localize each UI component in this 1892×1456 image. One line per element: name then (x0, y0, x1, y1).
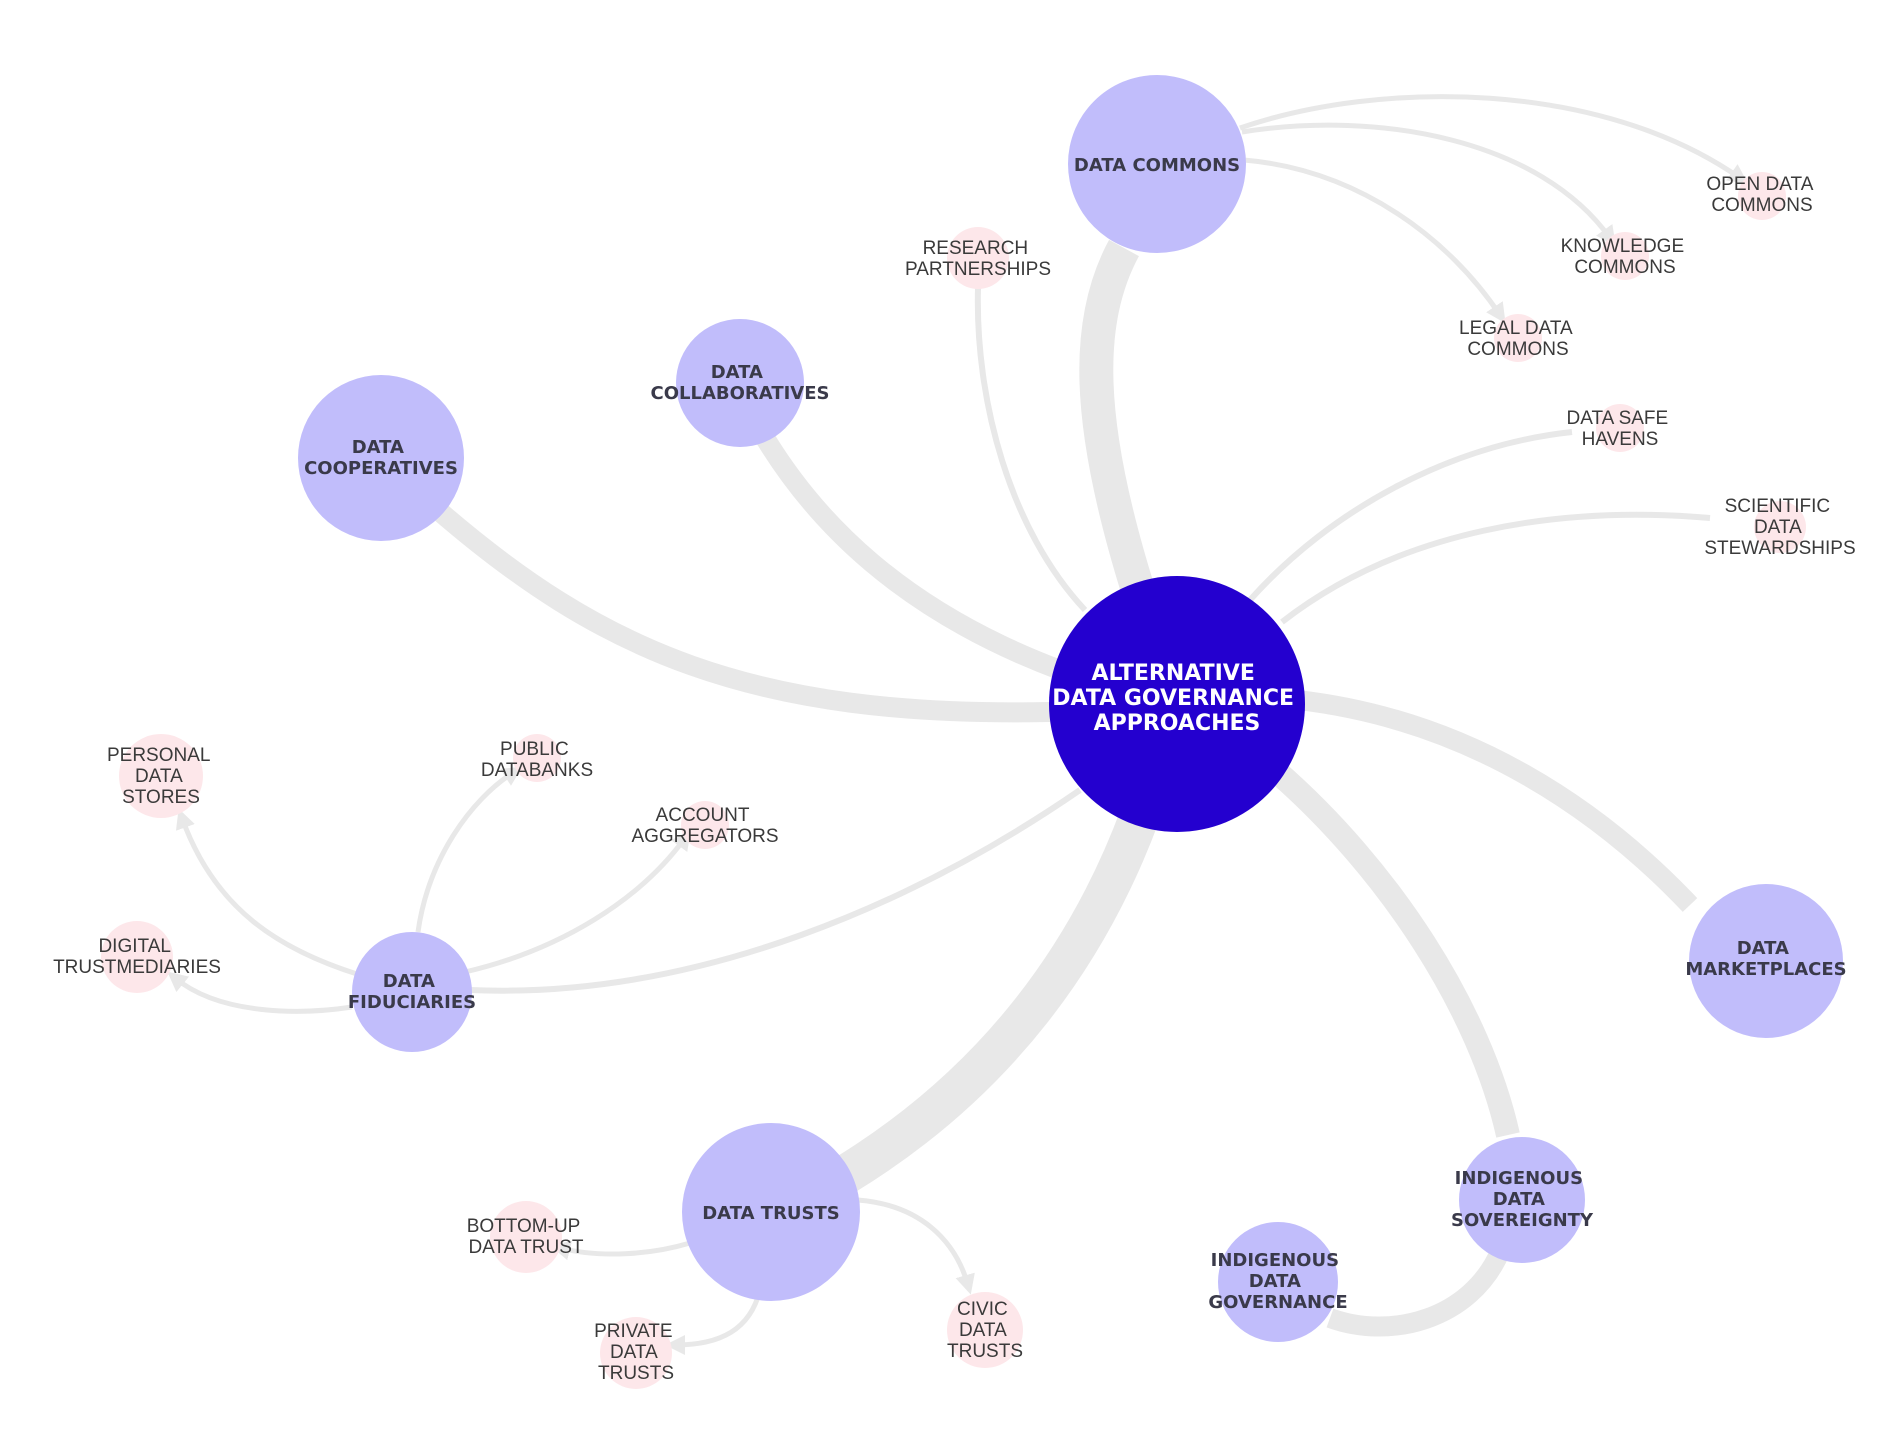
label-data-collaboratives: DATA COLLABORATIVES (651, 362, 830, 404)
arrow-commons-knowledge-commons (1241, 122, 1616, 247)
arrow-fiduciaries-public-databanks (415, 766, 523, 933)
label-public-databanks: PUBLIC DATABANKS (481, 739, 593, 781)
node-scientific-data-stewardships (1754, 501, 1806, 553)
node-research-partnerships (947, 227, 1009, 289)
edge-center-data-marketplaces (1296, 690, 1698, 912)
edge-center-data-safe-havens (1247, 429, 1573, 602)
node-data-collaboratives (676, 319, 804, 447)
label-center: ALTERNATIVE DATA GOVERNANCE APPROACHES (1052, 661, 1301, 736)
labels: ALTERNATIVE DATA GOVERNANCE APPROACHES D… (53, 155, 1856, 1384)
edge-center-data-collaboratives (756, 432, 1064, 680)
arrow-fiduciaries-account-aggregators (464, 829, 691, 975)
arrow-fiduciaries-personal-data-stores (175, 808, 361, 978)
node-data-commons (1068, 75, 1246, 253)
label-knowledge-commons: KNOWLEDGE COMMONS (1561, 236, 1690, 278)
label-data-safe-havens: DATA SAFE HAVENS (1567, 408, 1674, 450)
label-scientific-data-stewardships: SCIENTIFIC DATA STEWARDSHIPS (1704, 496, 1855, 559)
label-research-partnerships: RESEARCH PARTNERSHIPS (905, 238, 1051, 280)
edge-center-data-trusts (834, 808, 1159, 1193)
node-civic-data-trusts (947, 1292, 1023, 1368)
arrow-fiduciaries-digital-trustmediaries (167, 971, 353, 1014)
edge-center-data-fiduciaries (469, 787, 1082, 994)
label-bottom-up-data-trust: BOTTOM-UP DATA TRUST (467, 1216, 586, 1258)
primary-edges (431, 239, 1711, 1337)
node-account-aggregators (681, 801, 729, 849)
node-public-databanks (513, 734, 561, 782)
node-data-trusts (682, 1123, 860, 1301)
node-data-fiduciaries (352, 932, 472, 1052)
node-center (1049, 576, 1305, 832)
node-data-cooperatives (298, 375, 464, 541)
edge-center-research-partnerships (974, 287, 1088, 613)
label-data-fiduciaries: DATA FIDUCIARIES (348, 971, 476, 1013)
label-data-marketplaces: DATA MARKETPLACES (1685, 938, 1846, 980)
node-indigenous-data-governance (1218, 1222, 1338, 1342)
node-personal-data-stores (119, 734, 203, 818)
secondary-nodes (101, 172, 1806, 1389)
edge-sovereignty-indigenous-data-governance (1326, 1247, 1510, 1337)
secondary-arrow-edges (167, 94, 1749, 1355)
label-legal-data-commons: LEGAL DATA COMMONS (1459, 318, 1577, 360)
label-indigenous-data-governance: INDIGENOUS DATA GOVERNANCE (1208, 1250, 1347, 1313)
label-indigenous-data-sovereignty: INDIGENOUS DATA SOVEREIGNTY (1451, 1168, 1594, 1231)
node-data-marketplaces (1689, 884, 1843, 1038)
edge-center-indigenous-data-sovereignty (1267, 760, 1520, 1138)
node-bottom-up-data-trust (490, 1201, 562, 1273)
label-open-data-commons: OPEN DATA COMMONS (1706, 174, 1817, 216)
node-knowledge-commons (1601, 232, 1649, 280)
edge-center-data-commons (1079, 239, 1155, 596)
label-private-data-trusts: PRIVATE DATA TRUSTS (594, 1321, 678, 1384)
label-personal-data-stores: PERSONAL DATA STORES (107, 745, 215, 808)
primary-nodes (298, 75, 1843, 1342)
arrow-commons-open-data-commons (1239, 94, 1749, 184)
node-open-data-commons (1738, 172, 1786, 220)
arrow-trusts-private-data-trusts (665, 1289, 763, 1355)
label-data-commons: DATA COMMONS (1074, 155, 1240, 176)
node-indigenous-data-sovereignty (1459, 1137, 1585, 1263)
node-data-safe-havens (1596, 404, 1644, 452)
edge-center-scientific-data-stewardships (1280, 511, 1711, 625)
label-data-cooperatives: DATA COOPERATIVES (304, 437, 458, 479)
label-digital-trustmediaries: DIGITAL TRUSTMEDIARIES (53, 936, 221, 978)
arrow-trusts-bottom-up-data-trust (550, 1240, 691, 1261)
edge-center-data-cooperatives (431, 502, 1051, 723)
label-data-trusts: DATA TRUSTS (702, 1203, 840, 1224)
arrow-trusts-civic-data-trusts (857, 1197, 975, 1295)
arrow-commons-legal-data-commons (1243, 157, 1506, 324)
node-legal-data-commons (1494, 314, 1542, 362)
node-digital-trustmediaries (101, 921, 173, 993)
label-civic-data-trusts: CIVIC DATA TRUSTS (947, 1299, 1023, 1362)
label-account-aggregators: ACCOUNT AGGREGATORS (631, 805, 778, 847)
node-private-data-trusts (600, 1317, 672, 1389)
